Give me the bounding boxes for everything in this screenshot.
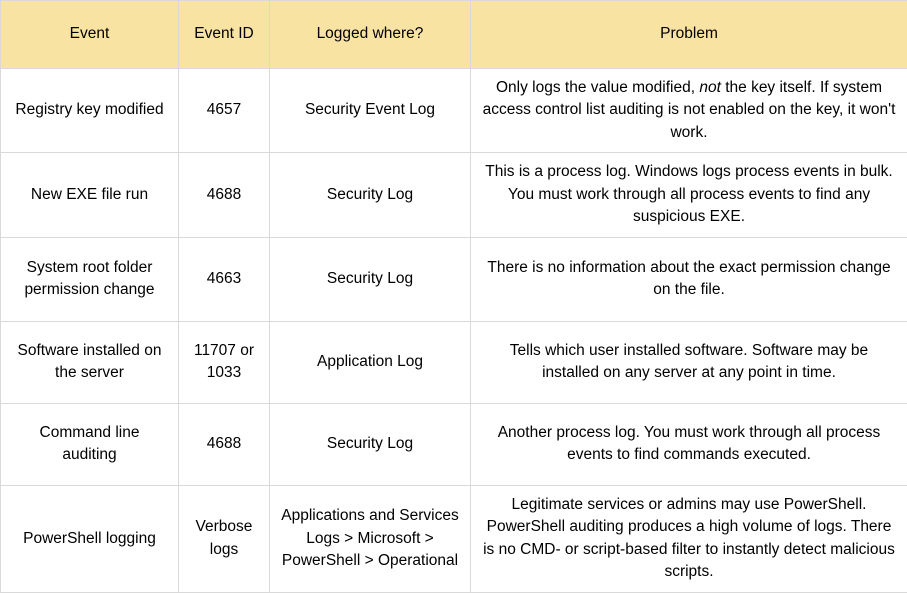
cell-event: Registry key modified — [1, 69, 179, 153]
cell-problem: Tells which user installed software. Sof… — [471, 321, 907, 403]
cell-logged-where: Security Log — [270, 153, 471, 237]
cell-problem-emphasis: not — [699, 79, 721, 96]
cell-event-id: 4688 — [179, 153, 270, 237]
cell-event: Software installed on the server — [1, 321, 179, 403]
cell-logged-where: Security Event Log — [270, 69, 471, 153]
column-header-logged-where: Logged where? — [270, 1, 471, 69]
cell-event-id: 11707 or 1033 — [179, 321, 270, 403]
cell-logged-where: Application Log — [270, 321, 471, 403]
table-row: Command line auditing 4688 Security Log … — [1, 403, 907, 485]
cell-problem: This is a process log. Windows logs proc… — [471, 153, 907, 237]
table-row: PowerShell logging Verbose logs Applicat… — [1, 485, 907, 592]
table-row: Software installed on the server 11707 o… — [1, 321, 907, 403]
cell-logged-where: Applications and Services Logs > Microso… — [270, 485, 471, 592]
table-row: System root folder permission change 466… — [1, 237, 907, 321]
column-header-problem: Problem — [471, 1, 907, 69]
table-row: New EXE file run 4688 Security Log This … — [1, 153, 907, 237]
cell-event-id: 4688 — [179, 403, 270, 485]
cell-event-id: Verbose logs — [179, 485, 270, 592]
table-header-row: Event Event ID Logged where? Problem — [1, 1, 907, 69]
cell-event: New EXE file run — [1, 153, 179, 237]
cell-event: Command line auditing — [1, 403, 179, 485]
cell-event: System root folder permission change — [1, 237, 179, 321]
cell-problem: Another process log. You must work throu… — [471, 403, 907, 485]
cell-logged-where: Security Log — [270, 237, 471, 321]
cell-problem: There is no information about the exact … — [471, 237, 907, 321]
column-header-event: Event — [1, 1, 179, 69]
table-body: Registry key modified 4657 Security Even… — [1, 69, 907, 593]
table-header: Event Event ID Logged where? Problem — [1, 1, 907, 69]
cell-problem: Legitimate services or admins may use Po… — [471, 485, 907, 592]
cell-event: PowerShell logging — [1, 485, 179, 592]
cell-logged-where: Security Log — [270, 403, 471, 485]
table-row: Registry key modified 4657 Security Even… — [1, 69, 907, 153]
cell-event-id: 4657 — [179, 69, 270, 153]
cell-problem: Only logs the value modified, not the ke… — [471, 69, 907, 153]
cell-problem-text-pre: Only logs the value modified, — [496, 79, 699, 96]
column-header-event-id: Event ID — [179, 1, 270, 69]
cell-event-id: 4663 — [179, 237, 270, 321]
